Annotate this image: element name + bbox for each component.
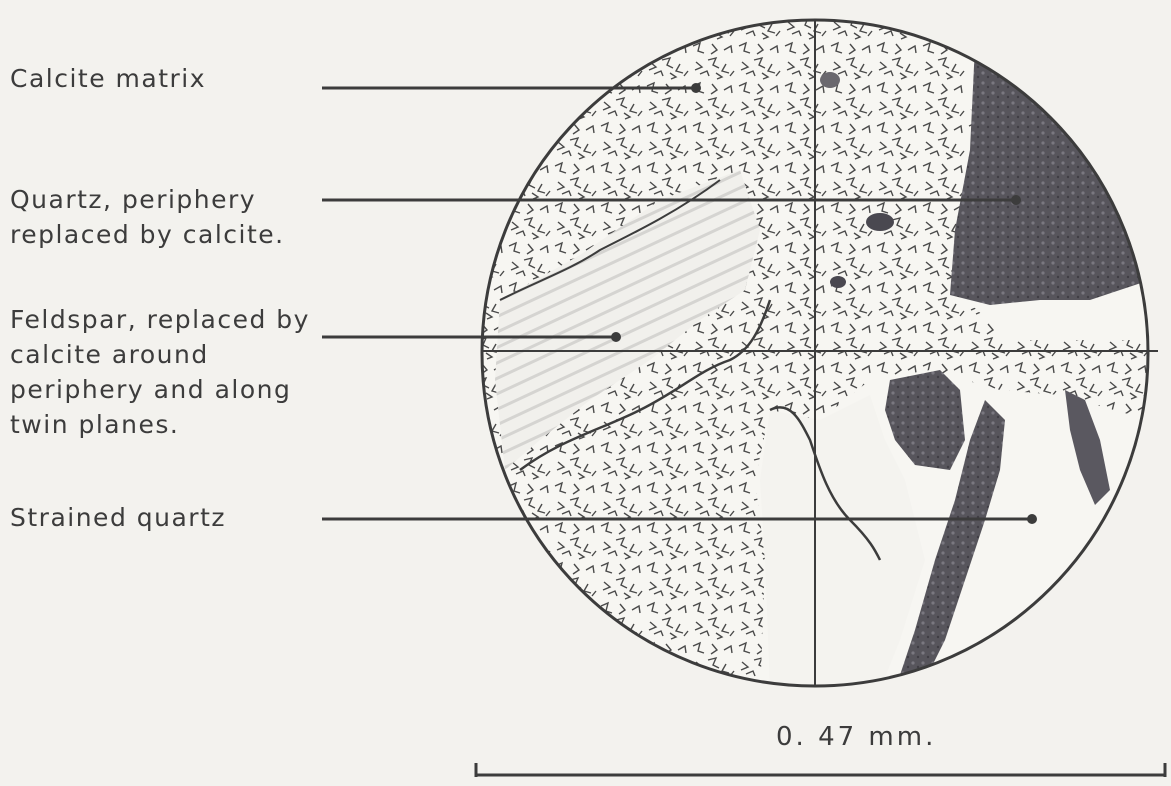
label-feldspar-line-1: Feldspar, replaced by bbox=[10, 302, 310, 337]
label-calcite-matrix: Calcite matrix bbox=[10, 61, 206, 96]
label-strained-quartz-text: Strained quartz bbox=[10, 500, 226, 535]
quartz-grain-dark bbox=[950, 45, 1150, 305]
label-quartz-line-2: replaced by calcite. bbox=[10, 217, 285, 252]
label-strained-quartz: Strained quartz bbox=[10, 500, 226, 535]
leader-dot-calcite-matrix bbox=[691, 83, 701, 93]
label-calcite-matrix-text: Calcite matrix bbox=[10, 61, 206, 96]
label-feldspar-line-3: periphery and along bbox=[10, 372, 310, 407]
inclusion-3 bbox=[830, 276, 846, 288]
leader-dot-quartz bbox=[1011, 195, 1021, 205]
inclusion-2 bbox=[820, 72, 840, 88]
leader-dot-feldspar bbox=[611, 332, 621, 342]
label-feldspar: Feldspar, replaced by calcite around per… bbox=[10, 302, 310, 442]
label-feldspar-line-2: calcite around bbox=[10, 337, 310, 372]
inclusion-1 bbox=[866, 213, 894, 231]
leader-dot-strained-quartz bbox=[1027, 514, 1037, 524]
label-quartz-line-1: Quartz, periphery bbox=[10, 182, 285, 217]
scale-label: 0. 47 mm. bbox=[776, 722, 936, 752]
label-quartz: Quartz, periphery replaced by calcite. bbox=[10, 182, 285, 252]
label-feldspar-line-4: twin planes. bbox=[10, 407, 310, 442]
